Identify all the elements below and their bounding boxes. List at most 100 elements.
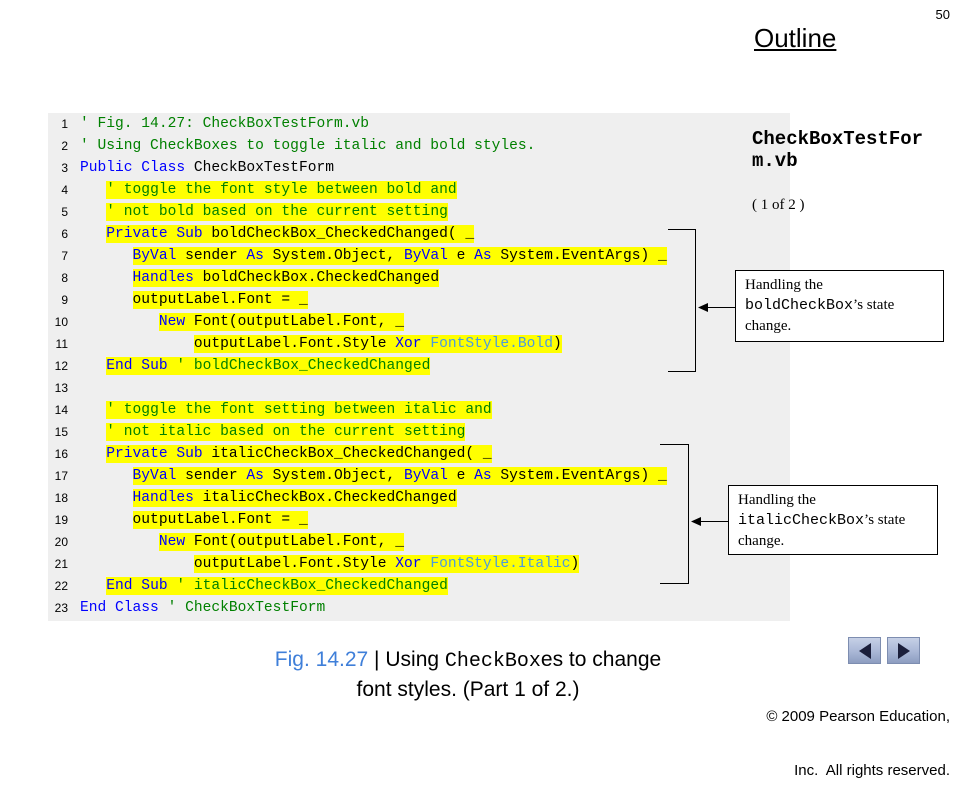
- code-line: 14 ' toggle the font setting between ita…: [48, 399, 790, 421]
- figure-label: Fig. 14.27: [274, 648, 369, 671]
- plain-token: italicCheckBox.CheckedChanged: [193, 490, 457, 506]
- line-number: 7: [61, 249, 68, 263]
- highlighted-code: New Font(outputLabel.Font, _: [158, 533, 405, 551]
- caption-code-term: CheckBox: [444, 650, 541, 673]
- page-number: 50: [935, 7, 950, 22]
- code-line: 18 Handles italicCheckBox.CheckedChanged: [48, 487, 790, 509]
- code-indent: [80, 556, 194, 572]
- code-indent: [80, 336, 194, 352]
- code-indent: [80, 490, 133, 506]
- plain-token: outputLabel.Font.Style: [193, 556, 396, 572]
- plain-token: e: [447, 468, 475, 484]
- code-indent: [80, 358, 106, 374]
- keyword-token: ByVal: [132, 248, 177, 264]
- code-indent: [80, 270, 133, 286]
- code-text: End Sub ' italicCheckBox_CheckedChanged: [80, 575, 448, 597]
- outline-title: Outline: [754, 23, 837, 53]
- line-number: 3: [61, 161, 68, 175]
- keyword-token: Xor: [395, 556, 422, 572]
- code-indent: [80, 512, 133, 528]
- line-number: 16: [54, 447, 68, 461]
- callout-intro: Handling the: [738, 492, 816, 508]
- plain-token: ): [570, 556, 580, 572]
- plain-token: Font(outputLabel.Font, _: [185, 534, 405, 550]
- code-text: End Class ' CheckBoxTestForm: [80, 597, 325, 619]
- line-number: 5: [61, 205, 68, 219]
- plain-token: [159, 600, 168, 616]
- code-text: outputLabel.Font.Style Xor FontStyle.Ita…: [80, 553, 580, 575]
- keyword-token: Handles: [132, 490, 194, 506]
- plain-token: System.Object,: [263, 468, 405, 484]
- plain-token: boldCheckBox_CheckedChanged( _: [202, 226, 475, 242]
- copyright-line-2: Inc. All rights reserved.: [794, 762, 950, 779]
- code-text: End Sub ' boldCheckBox_CheckedChanged: [80, 355, 431, 377]
- line-number: 22: [54, 579, 68, 593]
- line-number: 2: [61, 139, 68, 153]
- code-line: 16 Private Sub italicCheckBox_CheckedCha…: [48, 443, 790, 465]
- code-line: 4 ' toggle the font style between bold a…: [48, 179, 790, 201]
- comment-token: ' Using CheckBoxes to toggle italic and …: [80, 138, 536, 154]
- code-indent: [80, 182, 106, 198]
- keyword-token: Private Sub: [106, 446, 203, 462]
- line-number: 17: [54, 469, 68, 483]
- line-number: 11: [55, 337, 68, 351]
- code-indent: [80, 402, 106, 418]
- comment-token: ' not italic based on the current settin…: [106, 424, 466, 440]
- highlighted-code: End Sub ' italicCheckBox_CheckedChanged: [106, 577, 448, 595]
- code-text: Handles boldCheckBox.CheckedChanged: [80, 267, 440, 289]
- caption-text-after: es to change: [540, 648, 662, 671]
- code-text: ByVal sender As System.Object, ByVal e A…: [80, 465, 667, 487]
- keyword-token: ByVal: [404, 468, 448, 484]
- code-text: New Font(outputLabel.Font, _: [80, 311, 405, 333]
- comment-token: ' not bold based on the current setting: [106, 204, 448, 220]
- copyright-line-1: © 2009 Pearson Education,: [766, 708, 950, 725]
- keyword-token: As: [474, 248, 492, 264]
- code-indent: [80, 534, 159, 550]
- callout-intro: Handling the: [745, 277, 823, 293]
- plain-token: sender: [176, 248, 247, 264]
- comment-token: ' boldCheckBox_CheckedChanged: [176, 358, 431, 374]
- highlighted-code: outputLabel.Font = _: [132, 291, 308, 309]
- line-number: 1: [61, 117, 68, 131]
- plain-token: e: [447, 248, 475, 264]
- code-listing-panel: 1 ' Fig. 14.27: CheckBoxTestForm.vb 2 ' Usi…: [48, 113, 790, 621]
- code-line: 6 Private Sub boldCheckBox_CheckedChange…: [48, 223, 790, 245]
- highlighted-code: outputLabel.Font = _: [132, 511, 308, 529]
- plain-token: italicCheckBox_CheckedChanged( _: [202, 446, 492, 462]
- line-number: 4: [61, 183, 68, 197]
- highlighted-code: ByVal sender As System.Object, ByVal e A…: [132, 247, 667, 265]
- plain-token: ): [552, 336, 562, 352]
- code-indent: [80, 578, 106, 594]
- previous-slide-button[interactable]: [848, 637, 881, 664]
- code-line: 20 New Font(outputLabel.Font, _: [48, 531, 790, 553]
- highlighted-code: Private Sub boldCheckBox_CheckedChanged(…: [106, 225, 475, 243]
- plain-token: Font(outputLabel.Font, _: [185, 314, 405, 330]
- code-text: Private Sub italicCheckBox_CheckedChange…: [80, 443, 492, 465]
- code-line: 1 ' Fig. 14.27: CheckBoxTestForm.vb: [48, 113, 790, 135]
- keyword-token: Xor: [395, 336, 422, 352]
- next-slide-button[interactable]: [887, 637, 920, 664]
- code-line: 22 End Sub ' italicCheckBox_CheckedChang…: [48, 575, 790, 597]
- code-line: 12 End Sub ' boldCheckBox_CheckedChanged: [48, 355, 790, 377]
- plain-token: outputLabel.Font = _: [132, 512, 308, 528]
- callout-code-name: boldCheckBox: [745, 297, 854, 314]
- callout-suffix: ’s state: [864, 512, 906, 528]
- comment-token: ' toggle the font setting between italic…: [106, 402, 492, 418]
- caption-line-2: font styles. (Part 1 of 2.): [356, 678, 580, 701]
- caption-text: Using: [385, 648, 440, 671]
- highlighted-code: outputLabel.Font.Style Xor FontStyle.Bol…: [193, 335, 562, 353]
- line-number: 15: [54, 425, 68, 439]
- code-indent: [80, 314, 159, 330]
- code-line: 11 outputLabel.Font.Style Xor FontStyle.…: [48, 333, 790, 355]
- code-content: ' Fig. 14.27: CheckBoxTestForm.vb: [80, 116, 369, 132]
- code-indent: [80, 446, 106, 462]
- file-name: CheckBoxTestForm.vb: [752, 128, 924, 172]
- highlighted-code: ' not italic based on the current settin…: [106, 423, 466, 441]
- code-text: outputLabel.Font = _: [80, 289, 308, 311]
- code-indent: [80, 468, 133, 484]
- code-text: ' not bold based on the current setting: [80, 201, 448, 223]
- type-token: FontStyle.Italic: [430, 556, 571, 572]
- code-text: Public Class CheckBoxTestForm: [80, 157, 334, 179]
- keyword-token: ByVal: [404, 248, 448, 264]
- code-indent: [80, 292, 133, 308]
